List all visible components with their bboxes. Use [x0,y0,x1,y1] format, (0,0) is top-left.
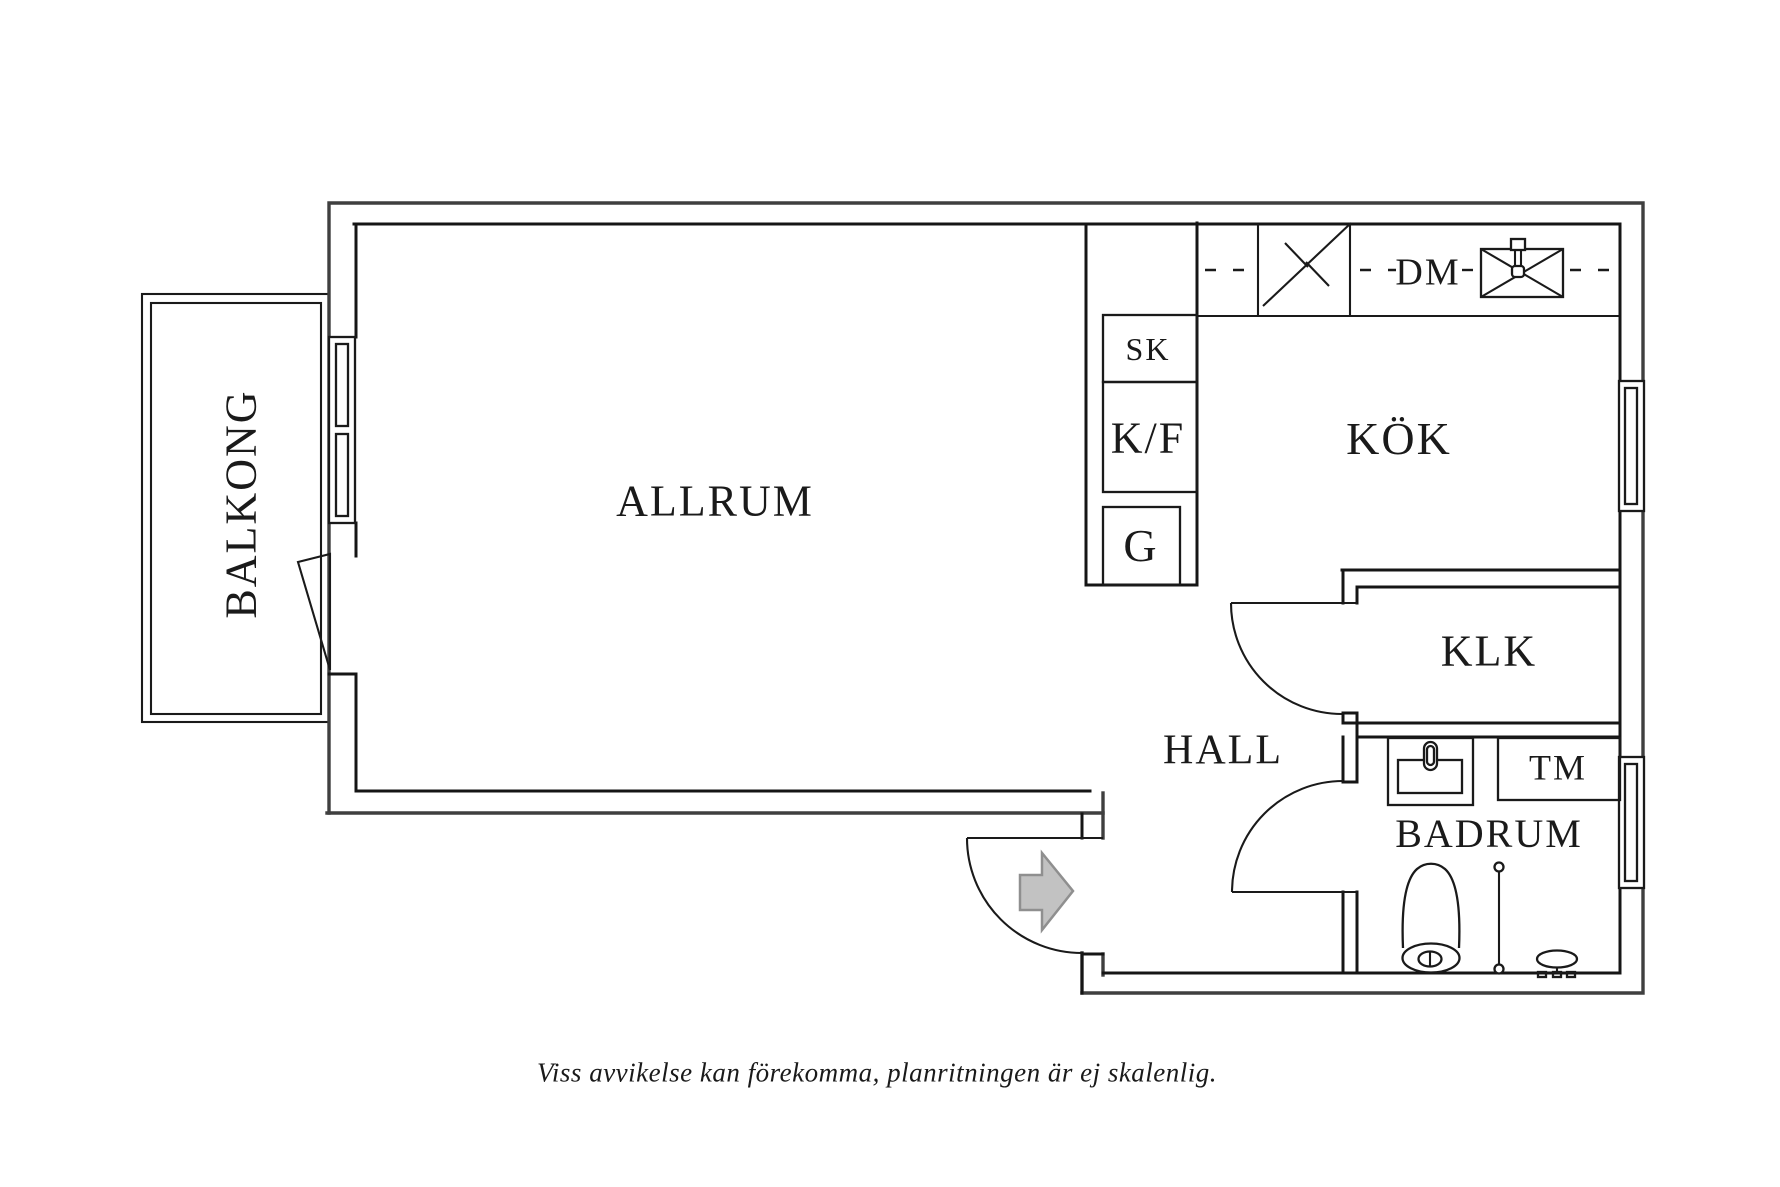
balcony-label: BALKONG [216,389,265,618]
kitchen-counter [1195,221,1620,587]
toilet-icon [1401,862,1461,974]
washing-machine-label: TM [1529,748,1587,788]
bathroom-window [1617,755,1646,890]
fridge-freezer-box [1101,380,1199,494]
kitchen-label: KÖK [1346,413,1452,464]
disclaimer-caption: Viss avvikelse kan förekomma, planritnin… [537,1057,1217,1087]
cabinet-g-label: G [1123,520,1158,571]
closet-door [1229,601,1357,716]
shower-rail-icon [1493,861,1505,975]
balcony-door [296,552,332,671]
inner-walls [327,222,1622,995]
hall-label: HALL [1163,728,1283,774]
bathroom-door [1230,779,1357,894]
kitchen-cabinets [1101,313,1199,587]
bathroom-label: BADRUM [1395,811,1583,856]
fridge-freezer-label: K/F [1111,413,1185,462]
entrance-arrow-icon [1018,849,1075,934]
entrance-door [965,836,1103,955]
kitchen-sink-symbol [1479,237,1565,299]
cabinet-g-box [1101,505,1182,587]
living-room-label: ALLRUM [616,476,814,525]
closet-label: KLK [1441,626,1537,675]
floor-drain-icon [1535,949,1579,979]
washing-machine-box [1496,736,1622,802]
bathroom-sink [1386,736,1475,807]
hob-symbol [1262,222,1352,307]
dishwasher-label: DM [1395,251,1460,293]
balcony-window [327,335,357,525]
kitchen-window [1617,379,1646,513]
wardrobe-sk-label: SK [1126,331,1171,367]
